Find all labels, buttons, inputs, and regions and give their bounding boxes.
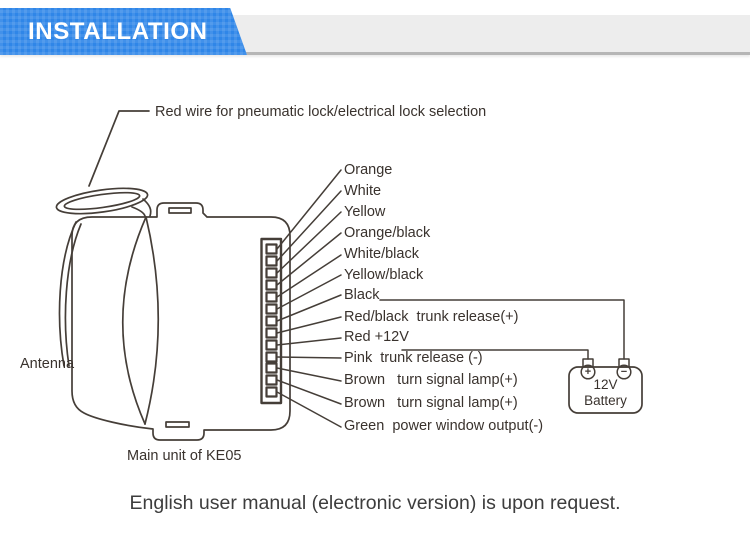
connector-pin [265,362,278,374]
wire-leader-line [276,316,342,334]
main-unit-label: Main unit of KE05 [127,448,242,464]
wire-leader-line [276,337,342,346]
wire-label-yellow: Yellow [344,204,386,220]
wire-leader-line [276,274,342,310]
antenna-wire [58,221,82,367]
wire-label-green-power-window: Green power window output(-) [344,418,544,434]
connector-pin [265,327,278,339]
page-title: INSTALLATION [28,18,208,45]
red-wire-note: Red wire for pneumatic lock/electrical l… [155,104,487,120]
wire-leader-line [276,367,342,382]
battery-terminal-negative-stub [618,358,630,368]
connector-pin [265,255,278,267]
battery [568,358,643,414]
battery-voltage: 12V [593,377,618,392]
wire-leader-line [276,232,342,286]
battery-plus-symbol: + [584,365,592,378]
wire-label-black: Black [344,287,380,303]
connector-block [260,237,283,405]
battery-minus-symbol: − [620,365,628,378]
battery-word: Battery [584,392,627,408]
battery-terminal-positive [580,364,596,380]
antenna-loop [55,187,152,217]
wire-label-orange-black: Orange/black [344,225,431,241]
connector-pin [265,315,278,327]
wire-leader-line [276,211,342,274]
connector-pin [265,279,278,291]
connector-pin [265,386,278,398]
main-unit-top-slot [168,207,192,214]
antenna-label: Antenna [20,356,75,372]
battery-outline [568,366,643,414]
battery-terminal-positive-stub [582,358,594,368]
battery-label: 12V Battery [569,377,642,408]
wire-leader-line [276,254,342,298]
wire-leader-lines [276,169,342,428]
wire-leader-line [276,169,342,250]
connector-pins [265,243,278,398]
wire-label-yellow-black: Yellow/black [344,267,424,283]
wire-label-pink-trunk-release: Pink trunk release (-) [344,350,483,366]
header-banner: INSTALLATION [0,8,247,55]
footer-caption: English user manual (electronic version)… [129,492,621,514]
connector-pin [265,339,278,351]
wire-leader-line [276,391,342,428]
wire-label-orange: Orange [344,162,393,178]
connector-pin [265,243,278,255]
black-wire-line [379,299,625,360]
connector-pin [265,303,278,315]
wire-label-white-black: White/black [344,246,419,262]
connector-pin [265,291,278,303]
connector-pin [265,267,278,279]
wire-leader-line [276,190,342,262]
main-unit-outline [71,202,291,441]
battery-terminal-negative [616,364,632,380]
wire-label-red-12v: Red +12V [344,329,409,345]
red-wire-leader-line [88,110,150,187]
wire-label-red-black-trunk-release: Red/black trunk release(+) [344,309,519,325]
wire-leader-line [276,379,342,405]
red-12v-wire-line [401,349,589,360]
wire-leader-line [276,356,342,359]
wire-label-brown-turn-signal-2: Brown turn signal lamp(+) [344,395,518,411]
wire-label-brown-turn-signal-1: Brown turn signal lamp(+) [344,372,518,388]
main-unit-bottom-slot [165,421,190,428]
wire-leader-line [276,294,342,322]
connector-pin [265,374,278,386]
case-seam-curves [121,216,160,425]
connector-pin [265,351,278,363]
wire-label-white: White [344,183,382,199]
